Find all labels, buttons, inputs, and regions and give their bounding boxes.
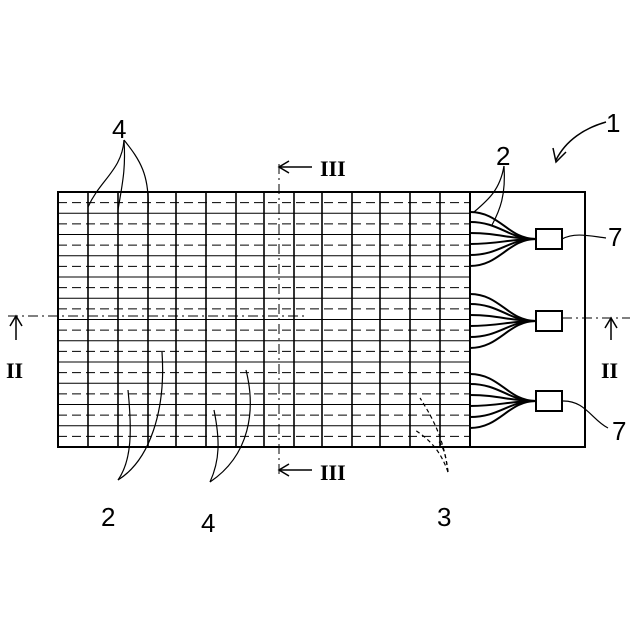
leader-fiber-top-1 [474,166,504,212]
label-connector-top: 7 [608,222,622,252]
label-cladding: 3 [437,502,451,532]
connector-box-middle [536,311,562,331]
connector-box-top [536,229,562,249]
label-connector-bottom: 7 [612,416,626,446]
leader-sheet-top-3 [124,140,148,212]
fanout-fiber [470,233,536,239]
fanout-fiber [470,395,536,401]
label-device: 1 [606,108,620,138]
label-fiber-top: 2 [496,141,510,171]
label-section-II-left: II [6,358,23,383]
leader-fiber-bottom-1 [118,390,130,480]
label-sheet-top: 4 [112,114,126,144]
leader-fiber-bottom-2 [118,352,163,480]
connector-box-bottom [536,391,562,411]
label-fiber-bottom: 2 [101,502,115,532]
label-section-II-right: II [601,358,618,383]
leader-cladding-1 [420,398,448,472]
leader-sheet-top-2 [118,140,125,210]
label-sheet-bottom: 4 [201,508,215,538]
fiber-grid [58,192,470,447]
label-section-III-bottom: III [320,460,346,485]
label-section-III-top: III [320,156,346,181]
fiber-fanout [470,212,536,428]
fanout-fiber [470,315,536,321]
